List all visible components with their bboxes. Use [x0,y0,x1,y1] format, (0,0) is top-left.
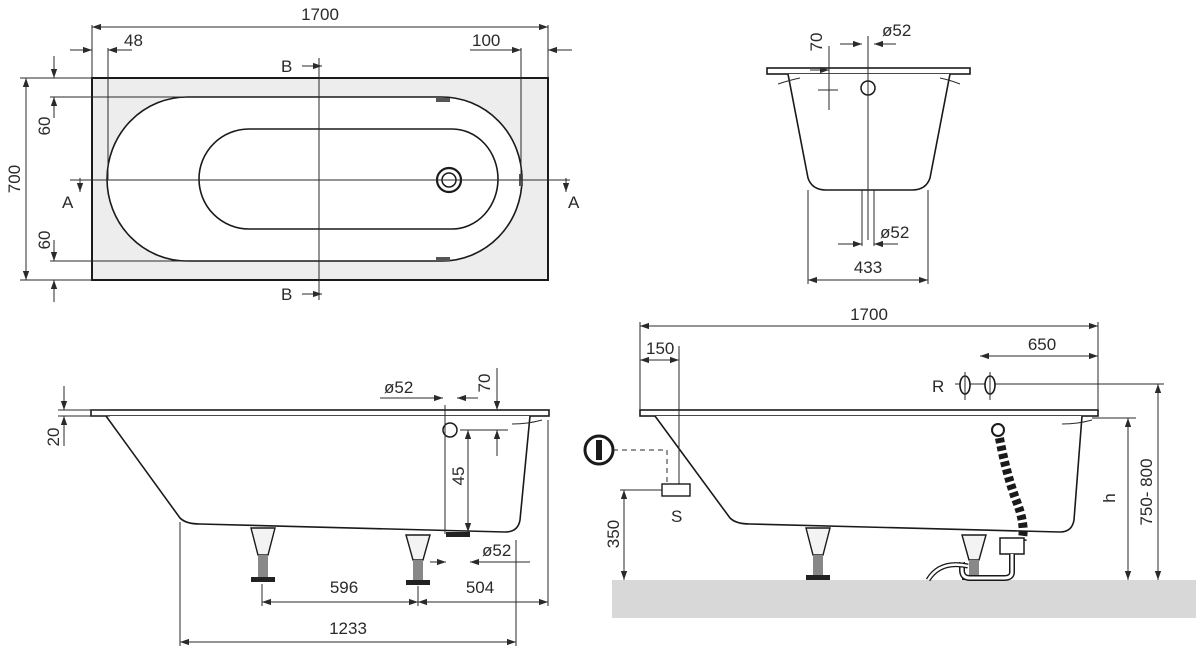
edge-stroke [939,77,961,85]
overflow-cap [991,423,1005,437]
section-a-right: A [568,193,580,212]
section-b-bottom: B [281,285,292,304]
dim-length-label: 1700 [301,5,339,24]
dim-tap-offset-label: 650 [1028,335,1056,354]
service-access-icon [583,434,615,466]
dim-drain-diameter-side: ø52 [482,541,511,560]
section-a-left: A [62,193,74,212]
edge-stroke [777,77,801,85]
tub-side-profile [105,415,531,533]
section-b-top: B [281,57,292,76]
cross-section-view: 70 ø52 ø52 433 [766,21,971,284]
tap-label: R [932,377,944,396]
dim-overflow-height-label: 45 [449,467,468,486]
side-view: 20 ø52 70 45 ø52 596 504 1233 [44,368,550,646]
rim-side [90,409,550,417]
grip-bottom [436,257,450,261]
edge-stroke [1061,419,1093,425]
bathtub-basin [198,128,499,230]
grip-top [436,98,450,102]
dim-h-label: h [1100,493,1119,502]
dim-top-margin-label: 60 [35,117,54,136]
leg-right [405,534,431,585]
overflow-hose [993,429,1028,542]
trap-bend-inner [926,563,969,581]
tub-install-profile [654,415,1083,533]
dim-bottom-margin-label: 60 [35,231,54,250]
dim-leg-spacing-label: 596 [330,578,358,597]
edge-stroke [511,419,543,425]
dim-trap-offset-label: 150 [646,339,674,358]
overflow-side [442,422,458,438]
dim-overflow-offset-side: 70 [475,374,494,393]
leg-install-left [805,527,831,580]
dim-length-install-label: 1700 [850,305,888,324]
dim-overflow-offset: 70 [807,33,826,52]
dim-left-offset-label: 48 [124,31,143,50]
dim-width-label: 700 [5,165,24,193]
dim-overflow-diameter-side: ø52 [384,378,413,397]
trap-pipe-inner [960,554,1014,580]
dim-overflow-diameter: ø52 [882,21,911,40]
siphon-box [661,483,691,497]
install-view: 1700 150 650 R S 350 h 750- 800 [583,305,1196,618]
dim-total-height-label: 750- 800 [1137,458,1156,525]
service-link [613,449,668,484]
dim-right-offset-label: 100 [472,31,500,50]
drain-side [446,532,470,537]
dim-bottom-width-label: 433 [854,258,882,277]
dim-floor-height-label: 350 [604,520,623,548]
top-view: 1700 48 100 700 60 60 A A B B [5,5,580,304]
dim-rim: 20 [44,428,63,447]
dim-base-length-label: 1233 [329,619,367,638]
dim-drain-diameter: ø52 [880,223,909,242]
rim-install [639,409,1099,417]
leg-left [250,527,276,582]
dim-drain-offset-label: 504 [466,578,494,597]
waste-fitting [999,537,1025,555]
floor [612,580,1196,618]
siphon-label: S [671,507,682,526]
